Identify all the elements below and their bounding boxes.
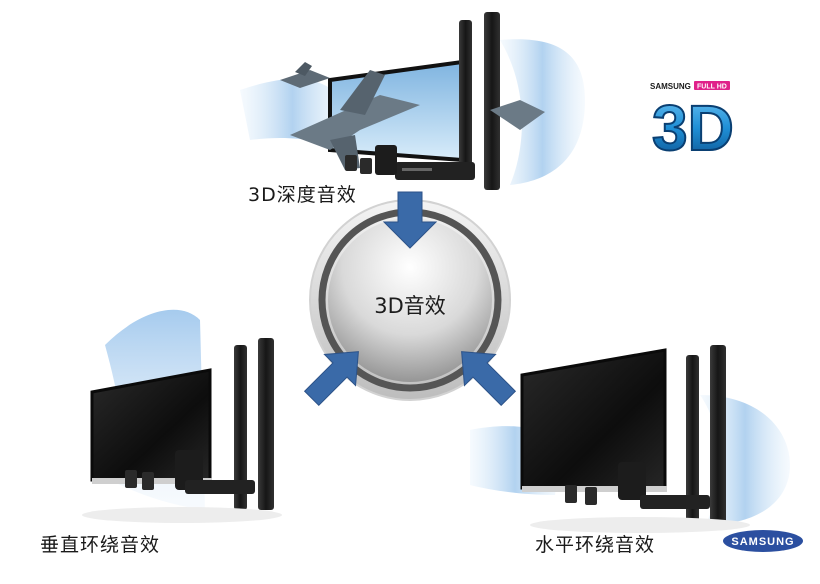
caption-depth: 3D深度音效 (248, 184, 357, 206)
scene-depth (240, 12, 585, 190)
home-theater-unit (640, 495, 710, 509)
scene-vertical (82, 309, 282, 523)
satellite-speaker (345, 155, 357, 171)
tower-speaker (459, 20, 472, 180)
satellite-speaker (360, 158, 372, 174)
badge-main: 3D (652, 92, 734, 164)
home-theater-unit (185, 480, 255, 494)
jet-fighter-icon (280, 62, 420, 170)
scene-horizontal (470, 345, 790, 533)
jet-fighter-icon (490, 100, 545, 130)
badge-brand: SAMSUNG (650, 82, 691, 91)
subwoofer (618, 462, 646, 500)
subwoofer (375, 145, 397, 175)
satellite-speaker (565, 485, 577, 503)
arrow-bottom-left (303, 351, 359, 407)
caption-vertical: 垂直环绕音效 (40, 534, 161, 556)
samsung-logo: SAMSUNG (723, 530, 803, 552)
arrow-down (382, 191, 438, 249)
center-label: 3D音效 (374, 294, 446, 318)
home-theater-unit (395, 162, 475, 180)
center-circle (309, 199, 511, 401)
arrow-bottom-right (461, 351, 517, 407)
samsung-3d-badge: SAMSUNG FULL HD 3D (650, 80, 735, 165)
tower-speaker (710, 345, 726, 525)
satellite-speaker (125, 470, 137, 488)
tower-speaker (484, 12, 500, 190)
satellite-speaker (585, 487, 597, 505)
badge-tag: FULL HD (697, 84, 727, 91)
satellite-speaker (142, 472, 154, 490)
tower-speaker (234, 345, 247, 510)
caption-horizontal: 水平环绕音效 (535, 534, 656, 556)
tower-speaker (686, 355, 699, 523)
logo-text: SAMSUNG (731, 536, 794, 548)
tower-speaker (258, 338, 274, 510)
